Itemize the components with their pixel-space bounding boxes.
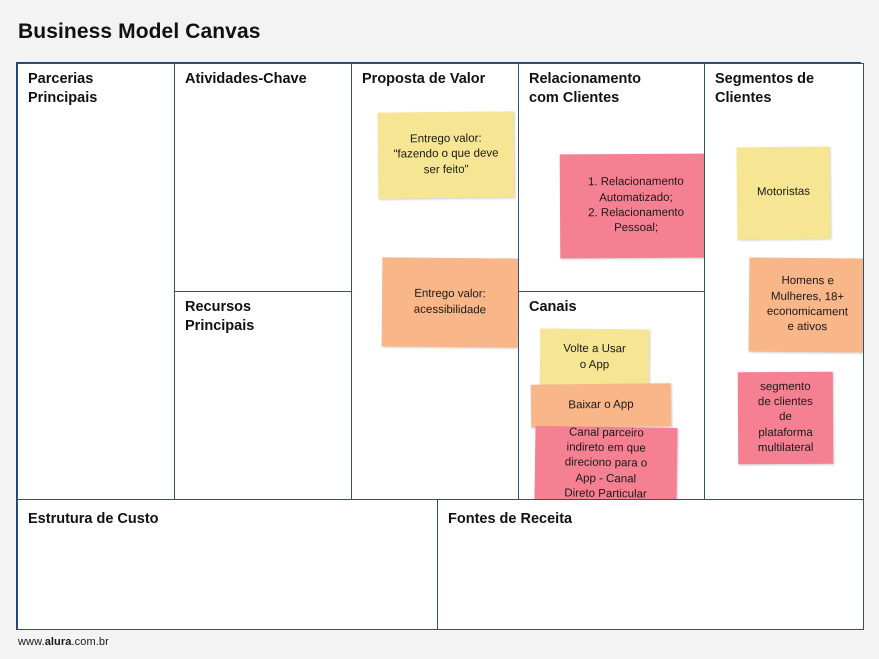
sticky-note-customer-relationships-1[interactable]: 1. Relacionamento Automatizado; 2. Relac…: [559, 153, 704, 259]
sticky-note-customer-segments-2[interactable]: Homens e Mulheres, 18+ economicament e a…: [748, 257, 863, 353]
block-customer-relationships-title: Relacionamento com Clientes: [529, 71, 641, 106]
block-customer-segments-title: Segmentos de Clientes: [715, 71, 815, 106]
footer-url: www.alura.com.br: [18, 636, 109, 648]
block-key-partners-title: Parcerias Principais: [28, 71, 98, 106]
block-key-partners[interactable]: Parcerias Principais: [17, 63, 175, 500]
block-revenue-streams[interactable]: Fontes de Receita: [437, 499, 864, 630]
block-cost-structure-title: Estrutura de Custo: [28, 511, 159, 527]
sticky-note-customer-segments-1[interactable]: Motoristas: [736, 146, 831, 240]
sticky-note-value-proposition-1[interactable]: Entrego valor: "fazendo o que deve ser f…: [377, 111, 515, 199]
sticky-note-customer-segments-3[interactable]: segmento de clientes de plataforma multi…: [737, 371, 834, 465]
page-title: Business Model Canvas: [18, 20, 261, 43]
block-revenue-streams-title: Fontes de Receita: [448, 511, 573, 527]
block-key-resources-title: Recursos Principais: [185, 299, 255, 334]
sticky-note-channels-1[interactable]: Volte a Usar o App: [539, 328, 650, 387]
block-value-proposition[interactable]: Proposta de Valor Entrego valor: "fazend…: [351, 63, 519, 500]
block-key-activities[interactable]: Atividades-Chave: [174, 63, 352, 292]
block-customer-segments[interactable]: Segmentos de Clientes Motoristas Homens …: [704, 63, 864, 500]
block-value-proposition-title: Proposta de Valor: [362, 71, 486, 87]
business-model-canvas-frame: Parcerias Principais Atividades-Chave Re…: [16, 62, 864, 630]
block-key-activities-title: Atividades-Chave: [185, 71, 307, 87]
block-channels-title: Canais: [529, 299, 577, 315]
block-cost-structure[interactable]: Estrutura de Custo: [17, 499, 438, 630]
block-key-resources[interactable]: Recursos Principais: [174, 291, 352, 500]
sticky-note-channels-2[interactable]: Baixar o App: [530, 383, 672, 428]
block-customer-relationships[interactable]: Relacionamento com Clientes 1. Relaciona…: [518, 63, 705, 292]
sticky-note-value-proposition-2[interactable]: Entrego valor: acessibilidade: [381, 257, 518, 348]
sticky-note-channels-3[interactable]: Canal parceiro indireto em que direciono…: [534, 426, 678, 499]
block-channels[interactable]: Canais Volte a Usar o App Baixar o App C…: [518, 291, 705, 500]
